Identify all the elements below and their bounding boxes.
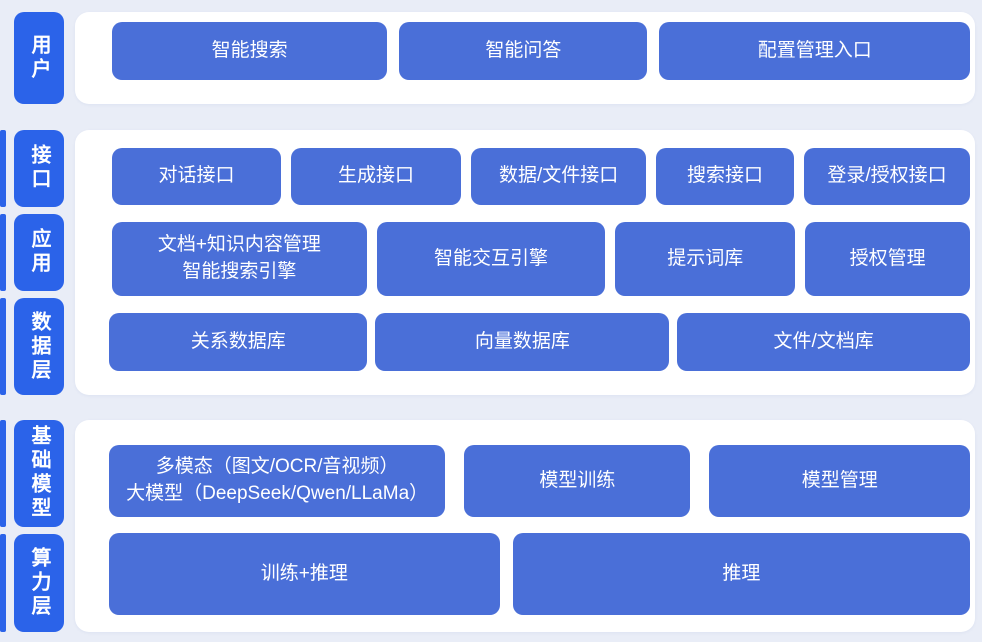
btn-search-api: 搜索接口 — [656, 148, 794, 205]
edge-strip — [0, 298, 6, 396]
foundation-model-row: 多模态（图文/OCR/音视频） 大模型（DeepSeek/Qwen/LLaMa）… — [75, 445, 982, 517]
middle-tabs-column: 接口 应用 数据层 — [0, 130, 75, 396]
btn-vector-database: 向量数据库 — [375, 313, 670, 371]
edge-strip — [0, 533, 6, 632]
middle-section: 接口 应用 数据层 对话接口 生成接口 数据/文件接口 搜索接口 登录/授权接口 — [0, 130, 982, 396]
btn-inference: 推理 — [512, 533, 970, 615]
middle-rows: 对话接口 生成接口 数据/文件接口 搜索接口 登录/授权接口 文档+知识内容管理… — [75, 130, 982, 395]
user-rows: 智能搜索 智能问答 配置管理入口 — [75, 12, 982, 104]
btn-intelligent-search: 智能搜索 — [112, 22, 388, 80]
tab-compute-layer: 算力层 — [14, 533, 64, 632]
base-section: 基础模型 算力层 多模态（图文/OCR/音视频） 大模型（DeepSeek/Qw… — [0, 420, 982, 632]
tab-user: 用户 — [14, 12, 64, 104]
btn-prompt-library: 提示词库 — [615, 222, 796, 296]
tab-application: 应用 — [14, 213, 64, 292]
edge-strip — [0, 130, 6, 207]
btn-model-training: 模型训练 — [464, 445, 691, 517]
btn-doc-knowledge-search-engine: 文档+知识内容管理 智能搜索引擎 — [112, 222, 367, 296]
btn-generation-api: 生成接口 — [291, 148, 462, 205]
btn-intelligent-interaction-engine: 智能交互引擎 — [376, 222, 606, 296]
btn-login-auth-api: 登录/授权接口 — [803, 148, 970, 205]
tab-data-layer: 数据层 — [14, 298, 64, 396]
edge-strip — [0, 213, 6, 292]
base-tabs-column: 基础模型 算力层 — [0, 420, 75, 632]
interface-row: 对话接口 生成接口 数据/文件接口 搜索接口 登录/授权接口 — [75, 148, 982, 205]
btn-training-inference: 训练+推理 — [109, 533, 500, 615]
btn-relational-database: 关系数据库 — [109, 313, 368, 371]
data-layer-row: 关系数据库 向量数据库 文件/文档库 — [75, 313, 982, 371]
btn-data-file-api: 数据/文件接口 — [471, 148, 647, 205]
base-rows: 多模态（图文/OCR/音视频） 大模型（DeepSeek/Qwen/LLaMa）… — [75, 420, 982, 632]
btn-config-management-entry: 配置管理入口 — [659, 22, 970, 80]
btn-multimodal-llm: 多模态（图文/OCR/音视频） 大模型（DeepSeek/Qwen/LLaMa） — [109, 445, 446, 517]
user-row: 智能搜索 智能问答 配置管理入口 — [75, 22, 982, 80]
edge-strip — [0, 420, 6, 527]
btn-file-document-library: 文件/文档库 — [677, 313, 970, 371]
tab-foundation-model: 基础模型 — [14, 420, 64, 527]
btn-intelligent-qa: 智能问答 — [399, 22, 648, 80]
tab-interface: 接口 — [14, 130, 64, 207]
application-row: 文档+知识内容管理 智能搜索引擎 智能交互引擎 提示词库 授权管理 — [75, 222, 982, 296]
user-section: 用户 智能搜索 智能问答 配置管理入口 — [0, 12, 982, 104]
btn-model-management: 模型管理 — [709, 445, 970, 517]
compute-layer-row: 训练+推理 推理 — [75, 533, 982, 615]
btn-authorization-management: 授权管理 — [805, 222, 970, 296]
btn-dialog-api: 对话接口 — [112, 148, 282, 205]
user-tabs-column: 用户 — [0, 12, 75, 104]
